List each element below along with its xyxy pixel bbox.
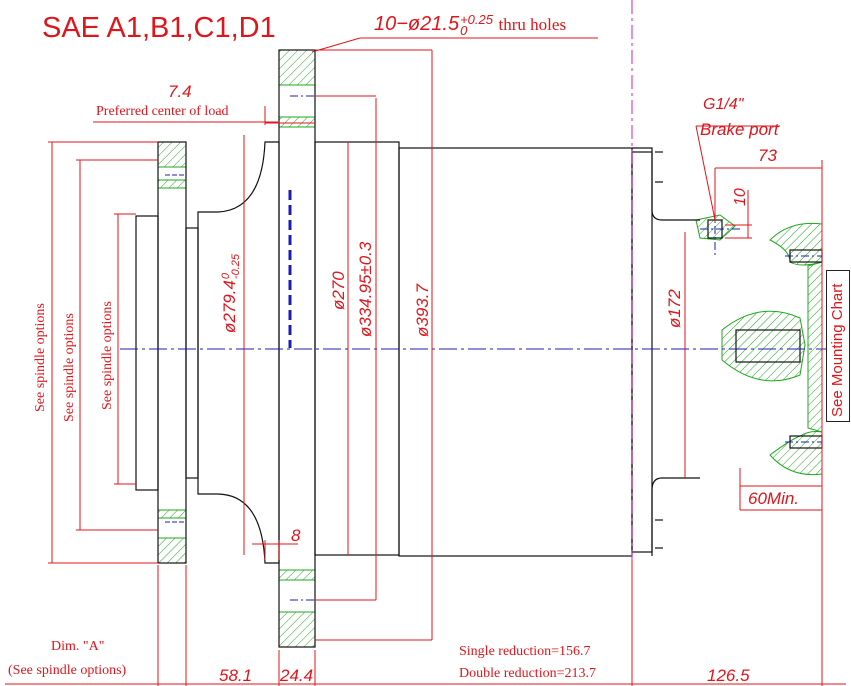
dim-10: 10 (732, 188, 749, 206)
load-offset-dim: 7.4 (168, 82, 192, 101)
dim-279-4-tol-lower: -0.25 (230, 253, 242, 280)
dim-8: 8 (291, 526, 301, 545)
dim-60-min: 60Min. (748, 489, 800, 508)
dim-279-4-value: ø279.4 (220, 280, 239, 333)
double-reduction-label: Double reduction=213.7 (459, 666, 596, 681)
dim-24-4: 24.4 (280, 666, 314, 685)
dim-a-label: Dim. "A" (51, 639, 105, 654)
dim-334-95: ø334.95±0.3 (356, 241, 375, 337)
dim-172: ø172 (665, 289, 684, 328)
dim-126-5: 126.5 (707, 666, 750, 685)
spindle-label-inner: See spindle options (100, 301, 115, 410)
spindle-label-outer: See spindle options (33, 303, 48, 412)
spindle-label-middle: See spindle options (62, 313, 77, 422)
dim-393-7: ø393.7 (413, 284, 432, 337)
dim-a-note: (See spindle options) (8, 663, 127, 678)
dim-270: ø270 (329, 271, 348, 310)
drawing-title: SAE A1,B1,C1,D1 (42, 12, 276, 44)
brake-port-label: Brake port (700, 120, 779, 139)
dim-73: 73 (758, 146, 777, 165)
single-reduction-label: Single reduction=156.7 (459, 644, 591, 659)
mounting-chart-label: See Mounting Chart (829, 283, 846, 417)
brake-port-size: G1/4" (703, 96, 744, 113)
thru-holes-tol-lower: 0 (460, 23, 468, 38)
thru-holes-label: thru holes (498, 15, 567, 34)
thru-holes-tol-upper: +0.25 (460, 12, 493, 27)
mounting-chart-tab: See Mounting Chart (826, 270, 850, 422)
dim-58-1: 58.1 (219, 666, 253, 685)
dimension-lines (5, 37, 846, 686)
load-center-label: Preferred center of load (96, 104, 229, 119)
thru-holes-size: 10−ø21.5 (374, 13, 460, 35)
